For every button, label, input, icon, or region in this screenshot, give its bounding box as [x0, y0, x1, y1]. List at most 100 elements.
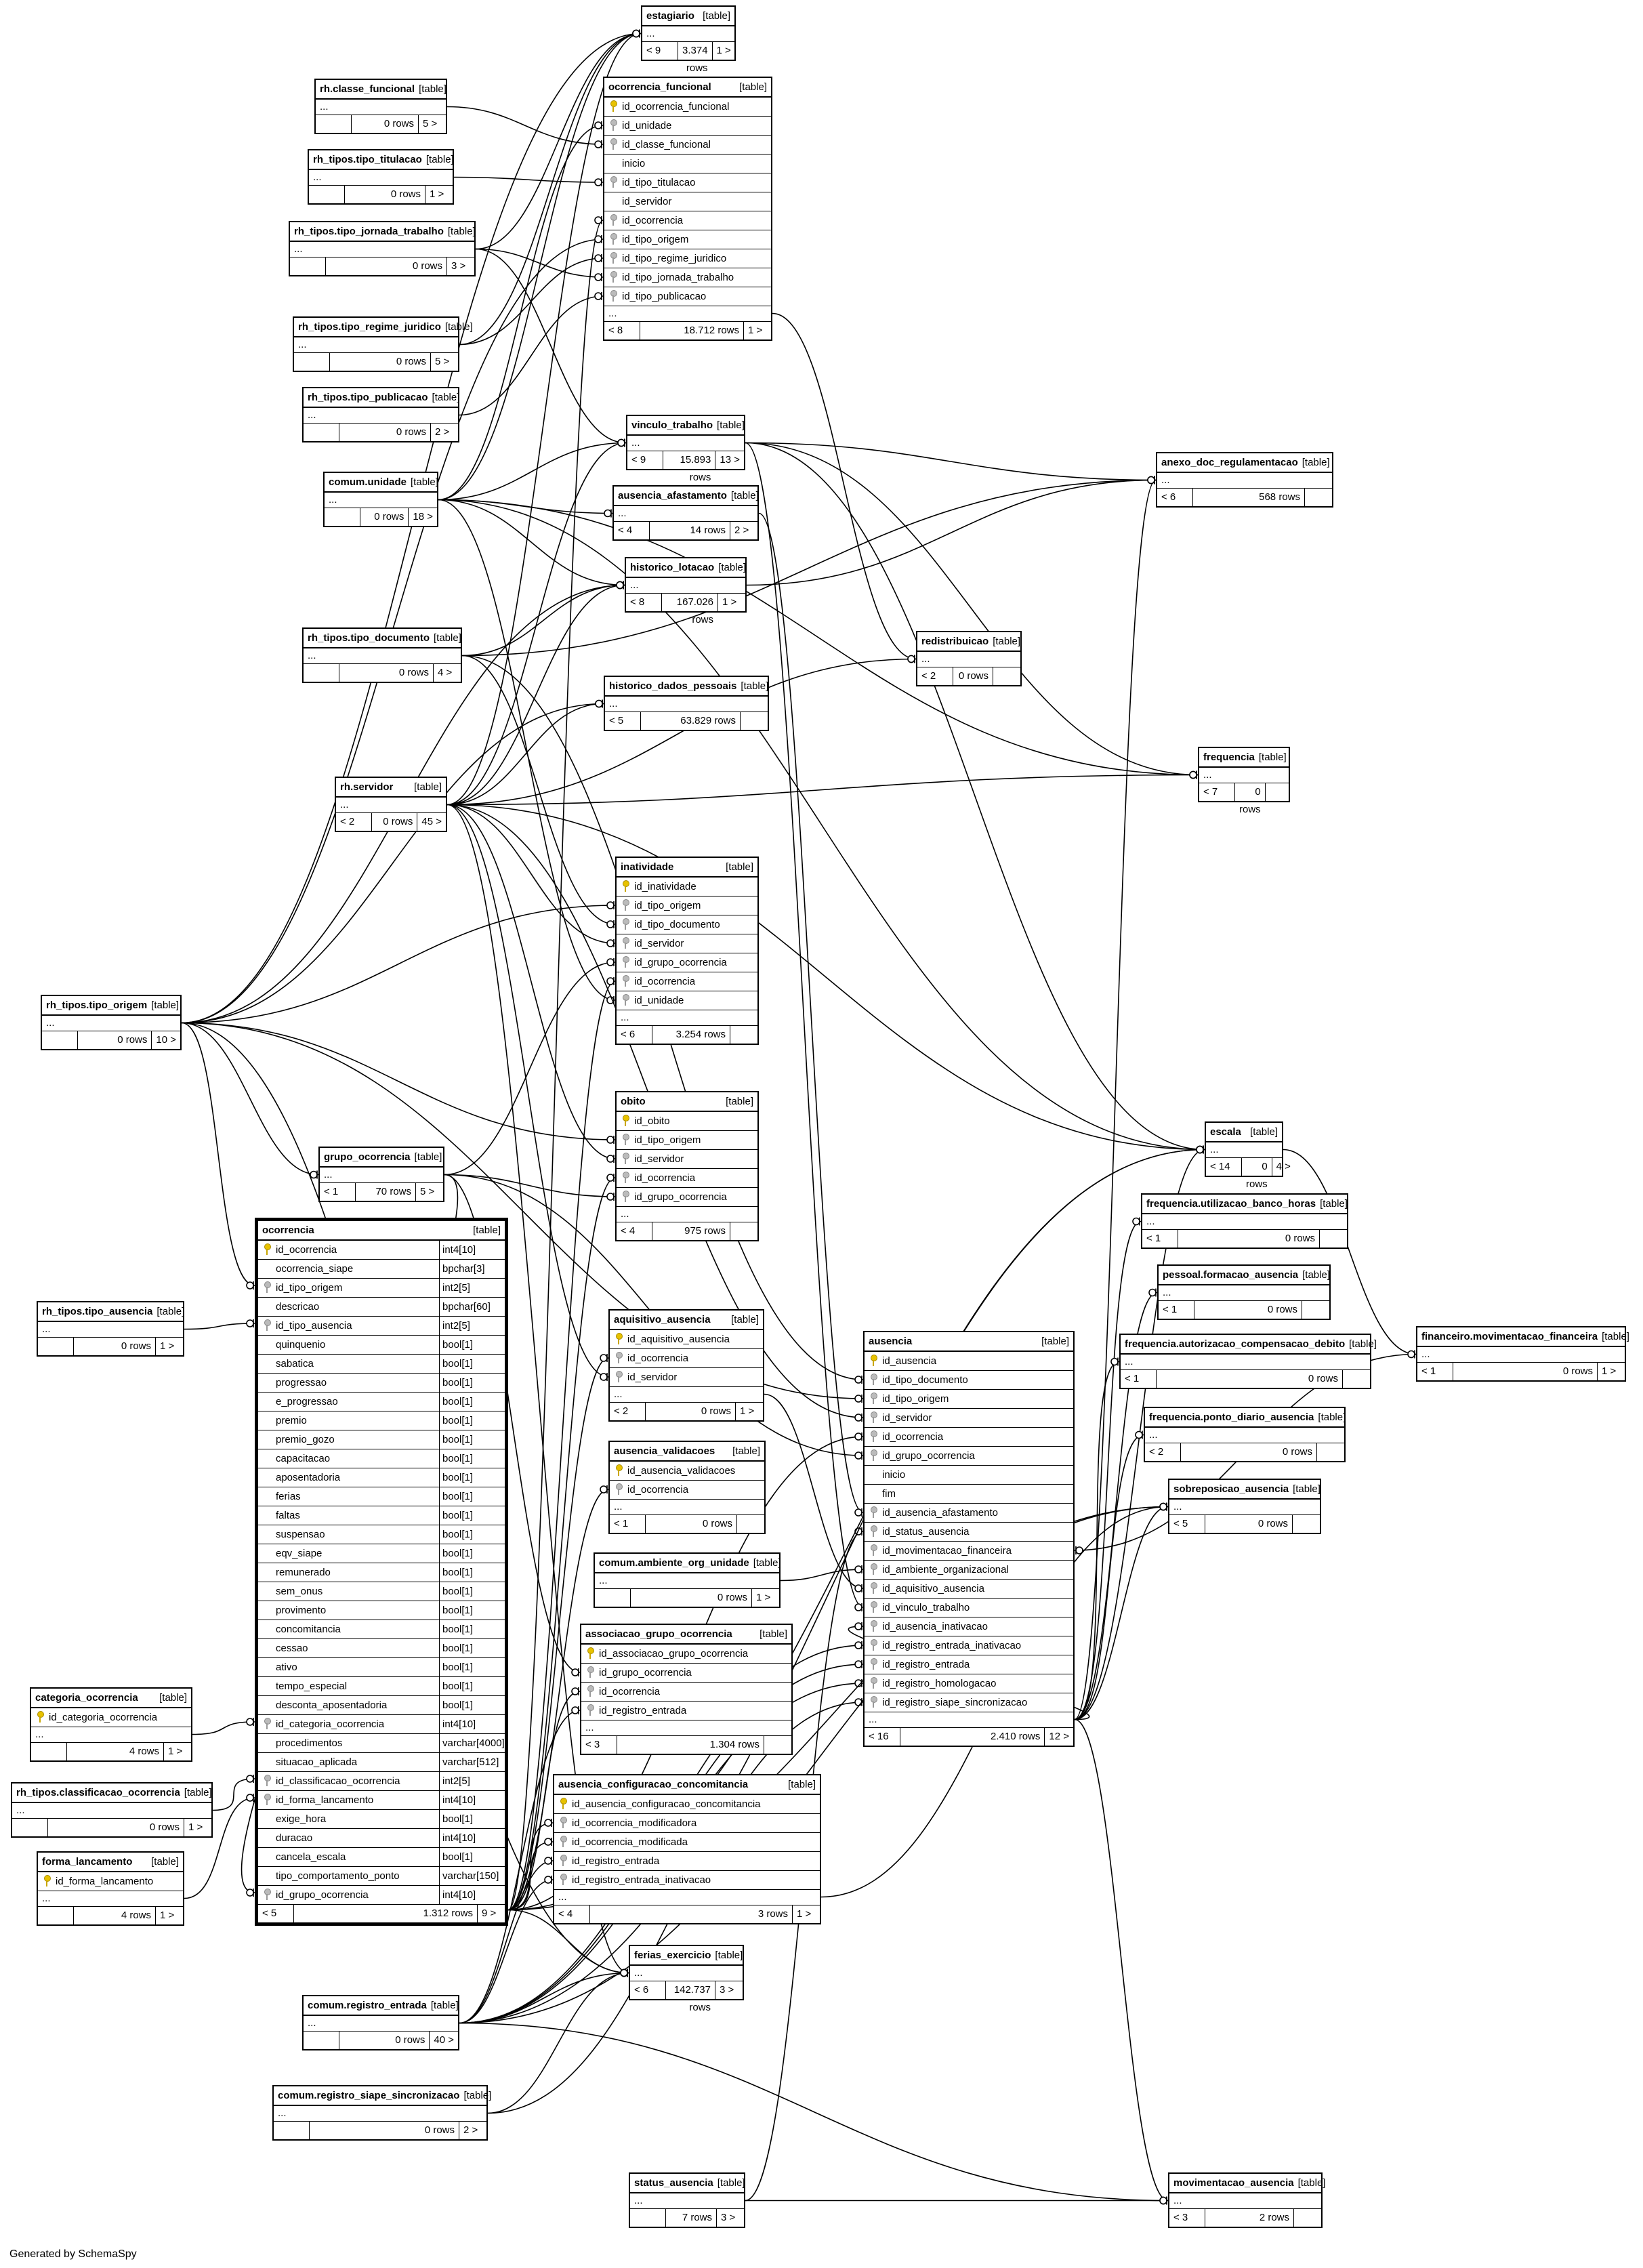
- column-row[interactable]: id_obito: [617, 1112, 757, 1131]
- column-row[interactable]: id_ocorrencia: [610, 1349, 763, 1368]
- children-count[interactable]: 4 >: [438, 667, 453, 678]
- table-name[interactable]: historico_dados_pessoais: [609, 680, 737, 692]
- children-count[interactable]: [764, 1736, 791, 1754]
- row-count[interactable]: 0 rows: [78, 1031, 152, 1049]
- table-comum-ambiente[interactable]: comum.ambiente_org_unidade[table]...0 ro…: [594, 1552, 781, 1608]
- row-count[interactable]: 63.829 rows: [641, 712, 741, 730]
- column-row[interactable]: id_grupo_ocorrencia: [865, 1447, 1073, 1466]
- row-count[interactable]: 14 rows: [650, 522, 730, 539]
- children-count[interactable]: 40 >: [434, 2034, 454, 2046]
- column-row[interactable]: id_registro_entrada: [865, 1655, 1073, 1674]
- table-name[interactable]: frequencia.utilizacao_banco_horas: [1146, 1198, 1316, 1210]
- column-row[interactable]: id_grupo_ocorrencia: [617, 953, 757, 972]
- table-name[interactable]: movimentacao_ausencia: [1173, 2177, 1294, 2189]
- parents-count[interactable]: < 6: [630, 1981, 666, 1999]
- column-row[interactable]: id_tipo_titulacao: [604, 173, 771, 192]
- column-row[interactable]: id_ausencia: [865, 1352, 1073, 1371]
- children-count[interactable]: 2 >: [463, 2124, 478, 2136]
- table-rh-tipo-jornada[interactable]: rh_tipos.tipo_jornada_trabalho[table]...…: [289, 221, 476, 276]
- table-name[interactable]: rh_tipos.tipo_publicacao: [308, 392, 428, 403]
- column-row[interactable]: id_ocorrencia: [604, 211, 771, 230]
- table-aquisitivo-ausencia[interactable]: aquisitivo_ausencia[table]id_aquisitivo_…: [608, 1309, 764, 1422]
- children-count[interactable]: 5 >: [420, 1186, 435, 1197]
- parents-count[interactable]: < 4: [614, 522, 650, 539]
- children-count[interactable]: [1305, 489, 1332, 506]
- table-freq-banco-horas[interactable]: frequencia.utilizacao_banco_horas[table]…: [1141, 1193, 1348, 1249]
- table-name[interactable]: rh_tipos.tipo_origem: [46, 999, 148, 1011]
- parents-count[interactable]: [290, 257, 326, 275]
- children-count[interactable]: [1294, 2209, 1321, 2227]
- column-row[interactable]: id_ocorrencia_modificada: [554, 1833, 820, 1852]
- table-name[interactable]: frequencia.ponto_diario_ausencia: [1149, 1411, 1314, 1423]
- table-name[interactable]: sobreposicao_ausencia: [1173, 1483, 1289, 1495]
- children-count[interactable]: 4 >: [1276, 1161, 1291, 1172]
- column-row[interactable]: id_aquisitivo_ausencia: [865, 1580, 1073, 1599]
- column-row[interactable]: id_registro_entrada_inativacao: [554, 1871, 820, 1890]
- row-count[interactable]: 3 rows: [590, 1905, 793, 1923]
- column-row[interactable]: id_ocorrencia_funcional: [604, 98, 771, 117]
- parents-count[interactable]: < 2: [610, 1403, 646, 1420]
- row-count[interactable]: 0 rows: [953, 667, 993, 685]
- parents-count[interactable]: < 3: [1169, 2209, 1205, 2227]
- parents-count[interactable]: < 3: [581, 1736, 617, 1754]
- children-count[interactable]: [1317, 1443, 1344, 1461]
- row-count[interactable]: 7 rows: [666, 2209, 717, 2227]
- column-row[interactable]: id_ausencia_afastamento: [865, 1504, 1073, 1523]
- row-count[interactable]: 0 rows: [339, 664, 434, 682]
- column-row[interactable]: id_ocorrencia: [617, 1169, 757, 1188]
- children-count[interactable]: 1 >: [756, 1592, 771, 1603]
- row-count[interactable]: 4 rows: [74, 1907, 156, 1924]
- parents-count[interactable]: < 1: [1121, 1370, 1157, 1388]
- column-row[interactable]: id_tipo_documento: [617, 915, 757, 934]
- column-row[interactable]: id_classe_funcional: [604, 136, 771, 154]
- column-row[interactable]: id_ocorrencia: [581, 1683, 791, 1702]
- table-name[interactable]: rh_tipos.tipo_documento: [308, 632, 430, 644]
- column-row[interactable]: id_registro_entrada: [581, 1702, 791, 1720]
- row-count[interactable]: 167.026 rows: [662, 594, 718, 625]
- parents-count[interactable]: < 4: [617, 1222, 652, 1240]
- parents-count[interactable]: < 2: [336, 813, 372, 831]
- row-count[interactable]: 0 rows: [352, 115, 419, 133]
- row-count[interactable]: 70 rows: [356, 1183, 416, 1201]
- children-count[interactable]: 1 >: [160, 1340, 175, 1352]
- parents-count[interactable]: < 1: [1159, 1301, 1194, 1319]
- row-count[interactable]: 1.312 rows: [294, 1905, 478, 1922]
- row-count[interactable]: 0 rows: [360, 508, 409, 526]
- table-name[interactable]: rh_tipos.tipo_ausencia: [42, 1306, 153, 1317]
- row-count[interactable]: 0 rows: [1242, 1158, 1272, 1190]
- parents-count[interactable]: < 6: [617, 1026, 652, 1044]
- table-forma-lancamento[interactable]: forma_lancamento[table]id_forma_lancamen…: [37, 1851, 184, 1926]
- children-count[interactable]: 45 >: [421, 816, 442, 827]
- column-row[interactable]: id_tipo_jornada_trabalho: [604, 268, 771, 287]
- column-row[interactable]: id_associacao_grupo_ocorrencia: [581, 1645, 791, 1664]
- table-ausencia-validacoes[interactable]: ausencia_validacoes[table]id_ausencia_va…: [608, 1441, 766, 1534]
- column-row[interactable]: id_ocorrencia: [617, 972, 757, 991]
- row-count[interactable]: 1.304 rows: [617, 1736, 764, 1754]
- column-row[interactable]: id_forma_lancamento: [38, 1872, 183, 1891]
- parents-count[interactable]: < 1: [1417, 1363, 1453, 1380]
- table-name[interactable]: financeiro.movimentacao_financeira: [1421, 1331, 1598, 1342]
- row-count[interactable]: 0 rows: [1235, 783, 1266, 815]
- table-name[interactable]: comum.registro_siape_sincronizacao: [278, 2090, 460, 2101]
- parents-count[interactable]: [38, 1338, 74, 1355]
- children-count[interactable]: [1320, 1230, 1347, 1248]
- table-name[interactable]: associacao_grupo_ocorrencia: [585, 1628, 732, 1640]
- children-count[interactable]: 1 >: [188, 1821, 203, 1833]
- parents-count[interactable]: < 6: [1157, 489, 1193, 506]
- row-count[interactable]: 0 rows: [74, 1338, 156, 1355]
